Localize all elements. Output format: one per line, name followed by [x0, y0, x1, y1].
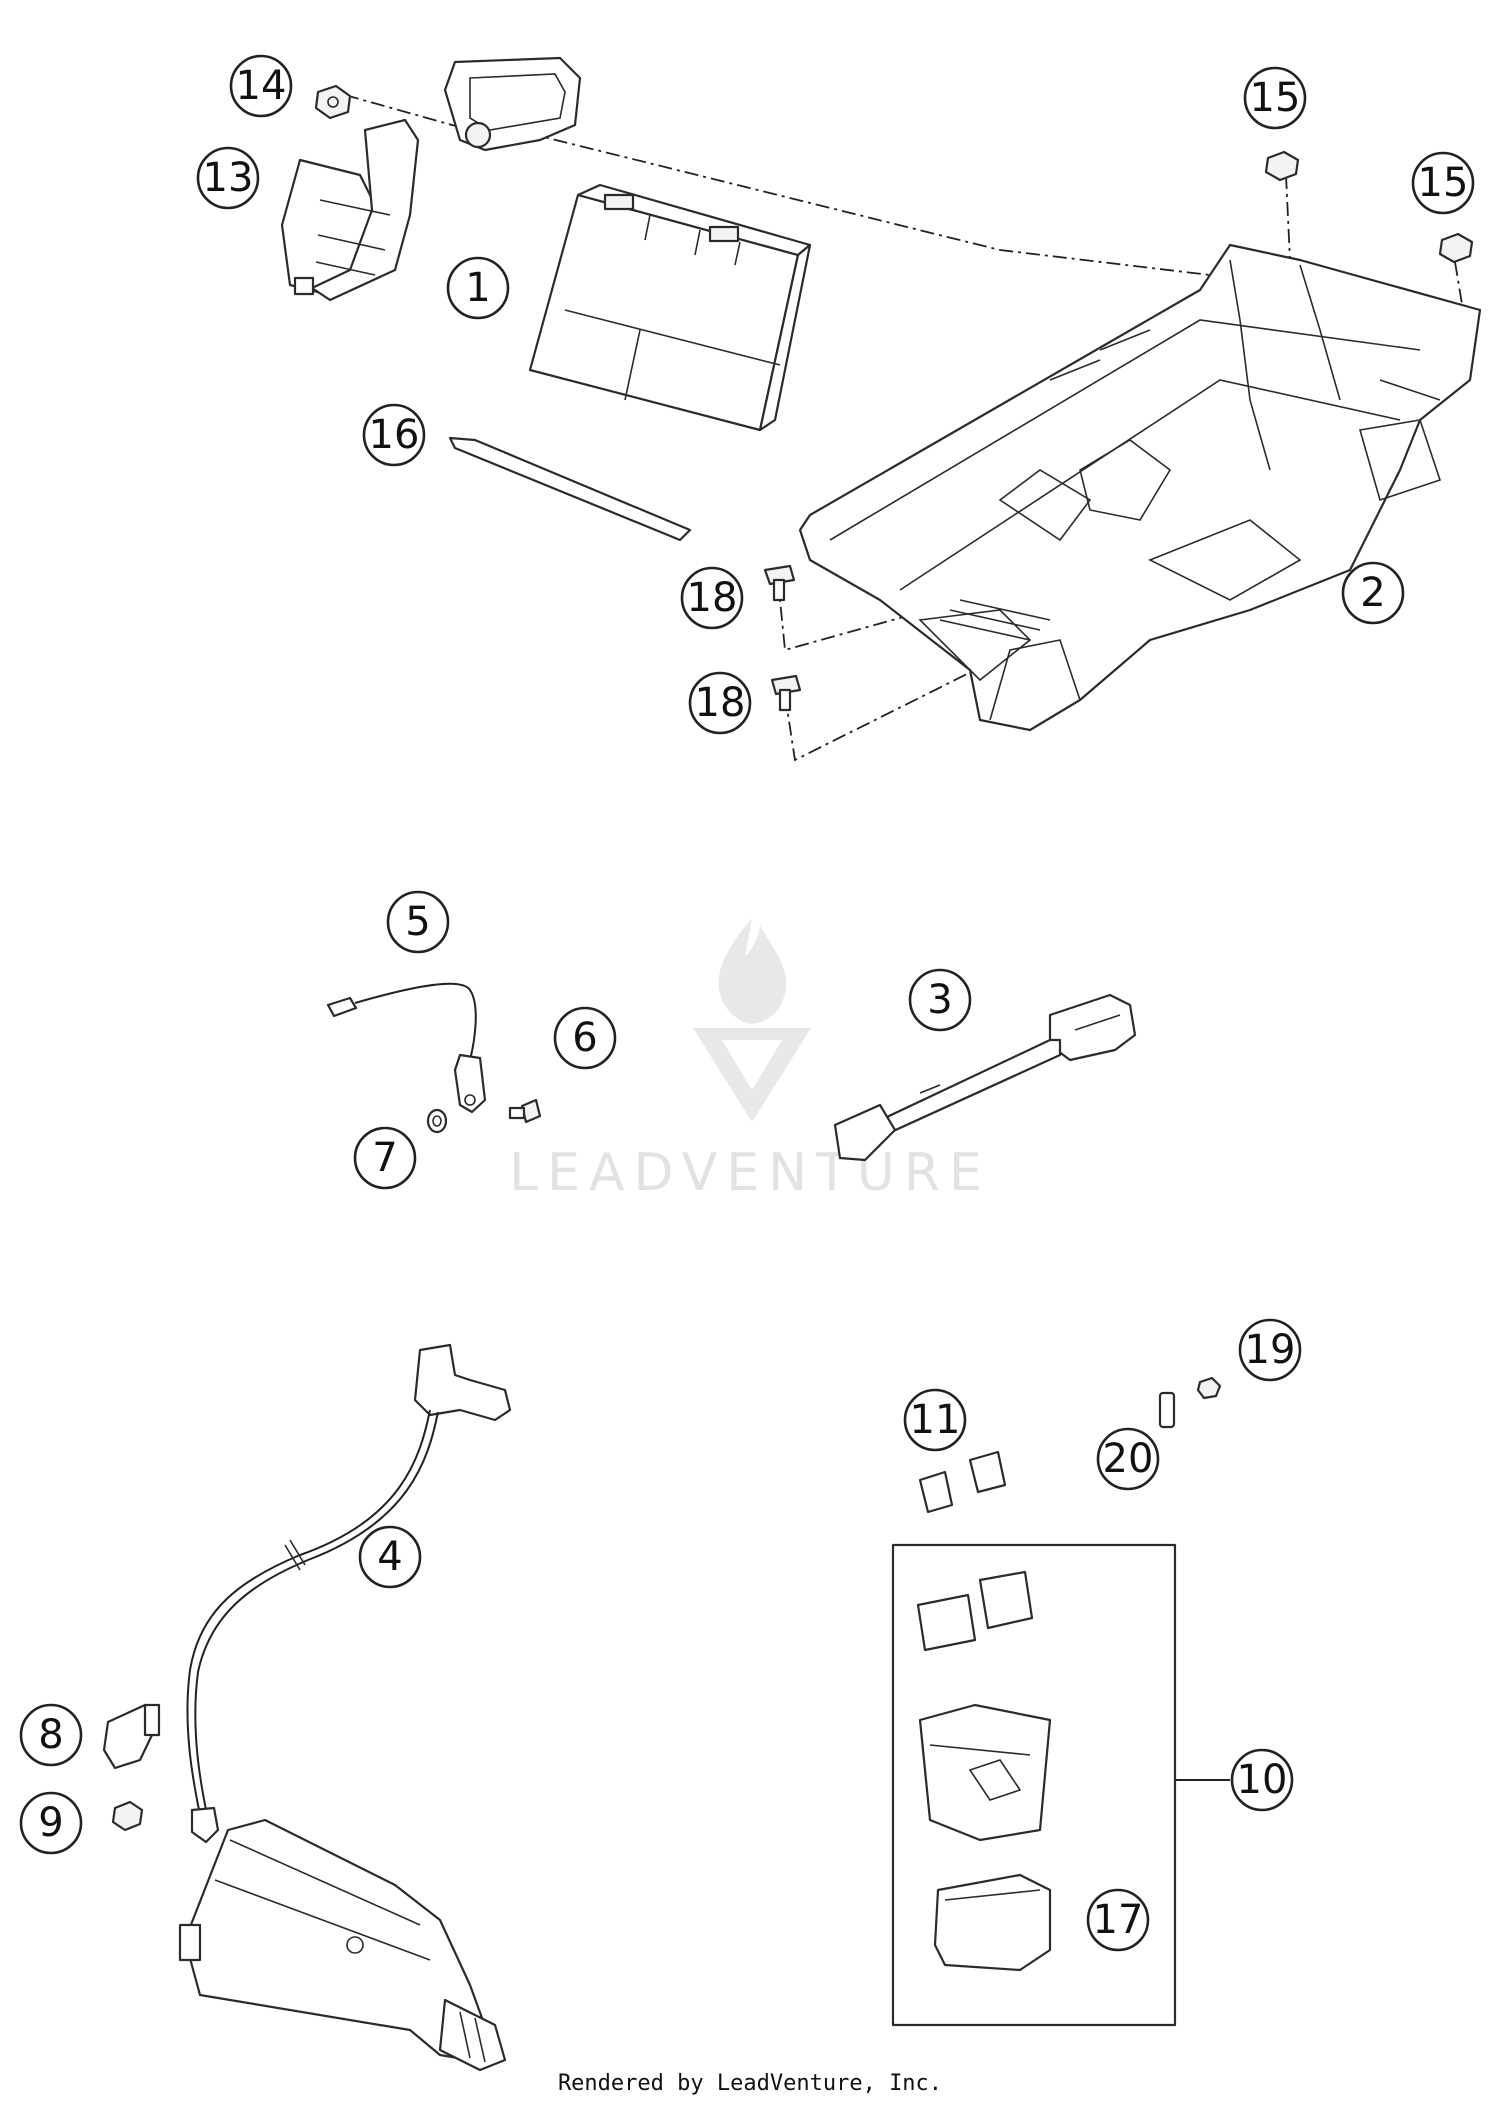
footer-credit: Rendered by LeadVenture, Inc. — [558, 2071, 942, 2096]
watermark: LEADVENTURE — [509, 918, 991, 1203]
callout-18b-label: 18 — [695, 680, 746, 726]
callout-14-label: 14 — [236, 63, 287, 109]
callout-13-label: 13 — [203, 155, 254, 201]
callout-4-label: 4 — [377, 1534, 402, 1580]
callout-7: 7 — [353, 1126, 417, 1190]
callout-20: 20 — [1096, 1427, 1160, 1491]
part-13-bracket — [280, 118, 420, 302]
callout-18a: 18 — [680, 566, 744, 630]
part-2-battery-tray — [798, 243, 1482, 732]
callout-13: 13 — [196, 146, 260, 210]
callout-1-label: 1 — [465, 265, 490, 311]
watermark-v-icon — [693, 1028, 811, 1122]
callout-3: 3 — [908, 968, 972, 1032]
callout-6-label: 6 — [572, 1015, 597, 1061]
part-20-fuse — [1158, 1391, 1176, 1429]
part-11-fuse-caps — [918, 1450, 1007, 1514]
part-6-bolt — [508, 1098, 542, 1124]
callout-14: 14 — [229, 54, 293, 118]
callout-20-label: 20 — [1103, 1436, 1154, 1482]
callout-17: 17 — [1086, 1888, 1150, 1952]
battery-holder-top — [443, 56, 582, 152]
part-19-nut — [1196, 1376, 1222, 1400]
callout-8-label: 8 — [38, 1712, 63, 1758]
callout-9: 9 — [19, 1791, 83, 1855]
callout-16-label: 16 — [369, 412, 420, 458]
part-7-washer — [426, 1108, 448, 1134]
callout-11-label: 11 — [910, 1397, 961, 1443]
callout-6: 6 — [553, 1006, 617, 1070]
callout-15a-label: 15 — [1250, 75, 1301, 121]
callout-8: 8 — [19, 1703, 83, 1767]
callout-9-label: 9 — [38, 1800, 63, 1846]
part-17-relay-cover — [933, 1873, 1052, 1972]
callout-15b: 15 — [1411, 151, 1475, 215]
callout-19-label: 19 — [1245, 1327, 1296, 1373]
callout-17-label: 17 — [1093, 1897, 1144, 1943]
part-15-nut-b — [1438, 232, 1474, 264]
part-18-screw-b — [770, 674, 802, 712]
starter-motor — [178, 1818, 507, 2072]
part-16-strip — [448, 436, 692, 542]
part-18-screw-a — [763, 564, 796, 602]
part-9-nut — [111, 1800, 144, 1832]
part-5-ground-cable — [326, 982, 487, 1114]
callout-16: 16 — [362, 403, 426, 467]
part-4-starter-cable — [186, 1343, 512, 1844]
watermark-text: LEADVENTURE — [509, 1143, 991, 1203]
callout-19: 19 — [1238, 1318, 1302, 1382]
callout-7-label: 7 — [372, 1135, 397, 1181]
callout-5-label: 5 — [405, 899, 430, 945]
part-1-battery — [528, 183, 812, 432]
callout-3-label: 3 — [927, 977, 952, 1023]
callout-10-label: 10 — [1237, 1757, 1288, 1803]
callout-1: 1 — [446, 256, 510, 320]
part-8-cap — [102, 1703, 161, 1770]
watermark-flame-icon — [718, 918, 787, 1024]
callout-10: 10 — [1230, 1748, 1294, 1812]
callout-11: 11 — [903, 1388, 967, 1452]
callout-15b-label: 15 — [1418, 160, 1469, 206]
callout-15a: 15 — [1243, 66, 1307, 130]
callout-2-label: 2 — [1360, 570, 1385, 616]
part-14-nut — [314, 84, 352, 120]
callout-5: 5 — [386, 890, 450, 954]
callout-4: 4 — [358, 1525, 422, 1589]
part-15-nut-a — [1264, 150, 1300, 182]
part-3-cable — [833, 993, 1137, 1162]
callout-2: 2 — [1341, 561, 1405, 625]
callout-18a-label: 18 — [687, 575, 738, 621]
callout-18b: 18 — [688, 671, 752, 735]
